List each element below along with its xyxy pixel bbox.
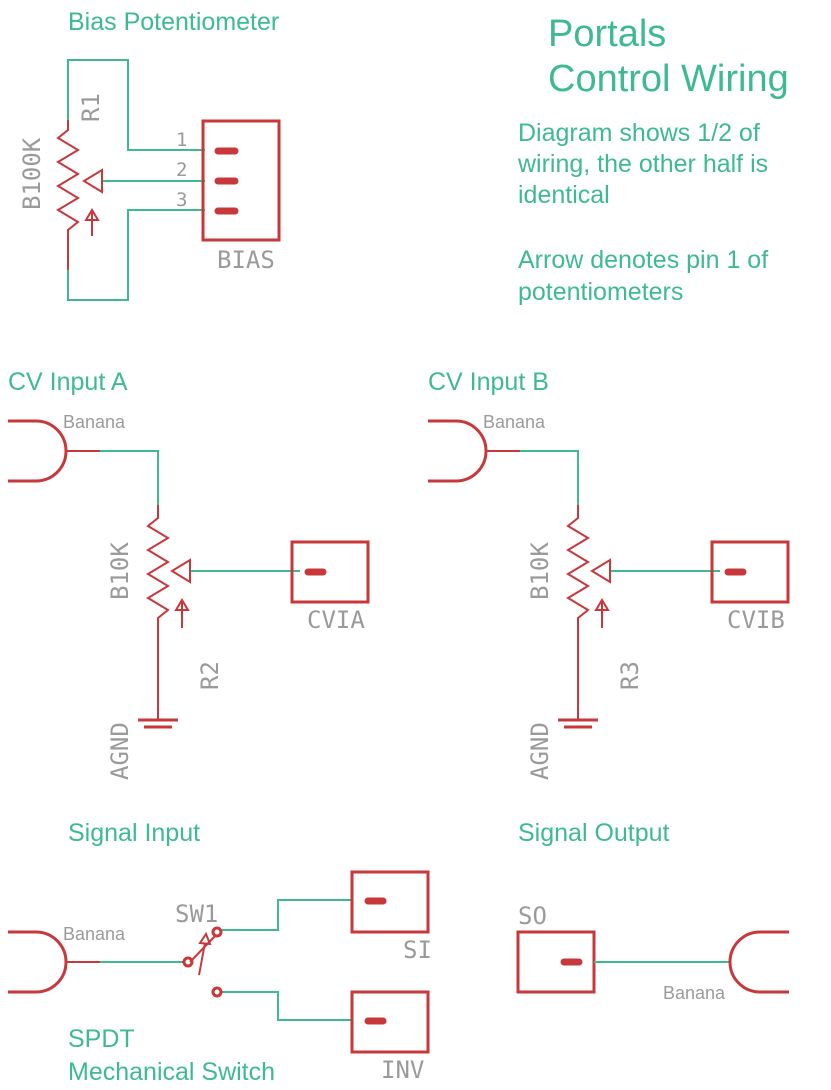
- bias-wire-pin1: [67, 59, 205, 151]
- cv-b-potentiometer: [566, 505, 611, 660]
- cv-a-potentiometer: [146, 505, 191, 660]
- note-arrow-line-2: potentiometers: [518, 278, 683, 306]
- cv-a-banana-jack: [8, 419, 68, 483]
- inv-connector: [350, 990, 430, 1054]
- signal-output-jack-label: Banana: [663, 983, 726, 1003]
- title-line-1: Portals: [548, 13, 666, 55]
- cv-a-connector: [290, 540, 370, 604]
- signal-input-jack-label: Banana: [63, 924, 126, 944]
- bias-connector-label: BIAS: [217, 246, 275, 274]
- si-connector: [350, 870, 430, 934]
- cv-b-wire-jack: [520, 450, 579, 517]
- signal-output-banana-jack: [728, 930, 789, 994]
- bias-heading: Bias Potentiometer: [68, 8, 279, 36]
- cv-a-wire-jack: [100, 450, 159, 517]
- bias-section: Bias Potentiometer R1 B100K 1 2 3 BIAS: [18, 8, 281, 301]
- note-half-line-1: Diagram shows 1/2 of: [518, 119, 760, 147]
- cv-a-pot-name: R2: [196, 661, 224, 690]
- note-half-line-2: wiring, the other half is: [517, 150, 768, 178]
- cv-b-connector-label: CVIB: [727, 606, 785, 634]
- bias-wire-pin3: [67, 209, 205, 301]
- cv-a-heading: CV Input A: [8, 368, 128, 396]
- cv-b-pot-name: R3: [616, 661, 644, 690]
- bias-pot-name: R1: [77, 93, 105, 122]
- bias-pin-2-label: 2: [176, 159, 187, 181]
- cv-a-connector-label: CVIA: [307, 606, 365, 634]
- cv-b-heading: CV Input B: [428, 368, 549, 396]
- switch-name: SW1: [175, 900, 218, 928]
- bias-potentiometer: [56, 120, 103, 270]
- signal-output-section: Signal Output SO Banana: [516, 819, 789, 1003]
- signal-input-banana-jack: [8, 930, 68, 994]
- cv-b-pot-value: B10K: [526, 542, 554, 600]
- cv-a-ground-label: AGND: [106, 722, 134, 780]
- cv-input-a-section: CV Input A Banana B10K R2 AGND CVIA: [8, 368, 370, 780]
- cv-a-ground-symbol: [138, 660, 178, 729]
- bias-pin-3-label: 3: [176, 189, 187, 211]
- cv-input-b-section: CV Input B Banana B10K R3 AGND CVIB: [428, 368, 790, 780]
- bias-connector: [201, 119, 281, 242]
- so-connector-label: SO: [518, 902, 547, 930]
- title-line-2: Control Wiring: [548, 58, 789, 100]
- signal-input-wire-inv: [222, 991, 352, 1021]
- bias-pot-value: B100K: [18, 137, 46, 210]
- cv-b-connector: [710, 540, 790, 604]
- cv-b-jack-label: Banana: [483, 412, 546, 432]
- cv-a-pot-value: B10K: [106, 542, 134, 600]
- signal-input-heading: Signal Input: [68, 819, 200, 847]
- switch-desc-line-2: Mechanical Switch: [68, 1058, 275, 1086]
- so-connector: [516, 930, 596, 994]
- cv-b-ground-symbol: [558, 660, 598, 729]
- inv-connector-label: INV: [381, 1056, 424, 1084]
- signal-input-section: Signal Input Banana SW1 SI INV SPDT Mech…: [8, 819, 432, 1086]
- spdt-switch: [182, 926, 223, 998]
- signal-output-heading: Signal Output: [518, 819, 670, 847]
- si-connector-label: SI: [403, 936, 432, 964]
- cv-b-ground-label: AGND: [526, 722, 554, 780]
- note-arrow-line-1: Arrow denotes pin 1 of: [518, 246, 768, 274]
- bias-pin-1-label: 1: [176, 129, 187, 151]
- cv-b-banana-jack: [428, 419, 488, 483]
- signal-input-wire-si: [222, 899, 352, 931]
- cv-a-jack-label: Banana: [63, 412, 126, 432]
- switch-desc-line-1: SPDT: [68, 1025, 135, 1053]
- note-half-line-3: identical: [518, 181, 610, 209]
